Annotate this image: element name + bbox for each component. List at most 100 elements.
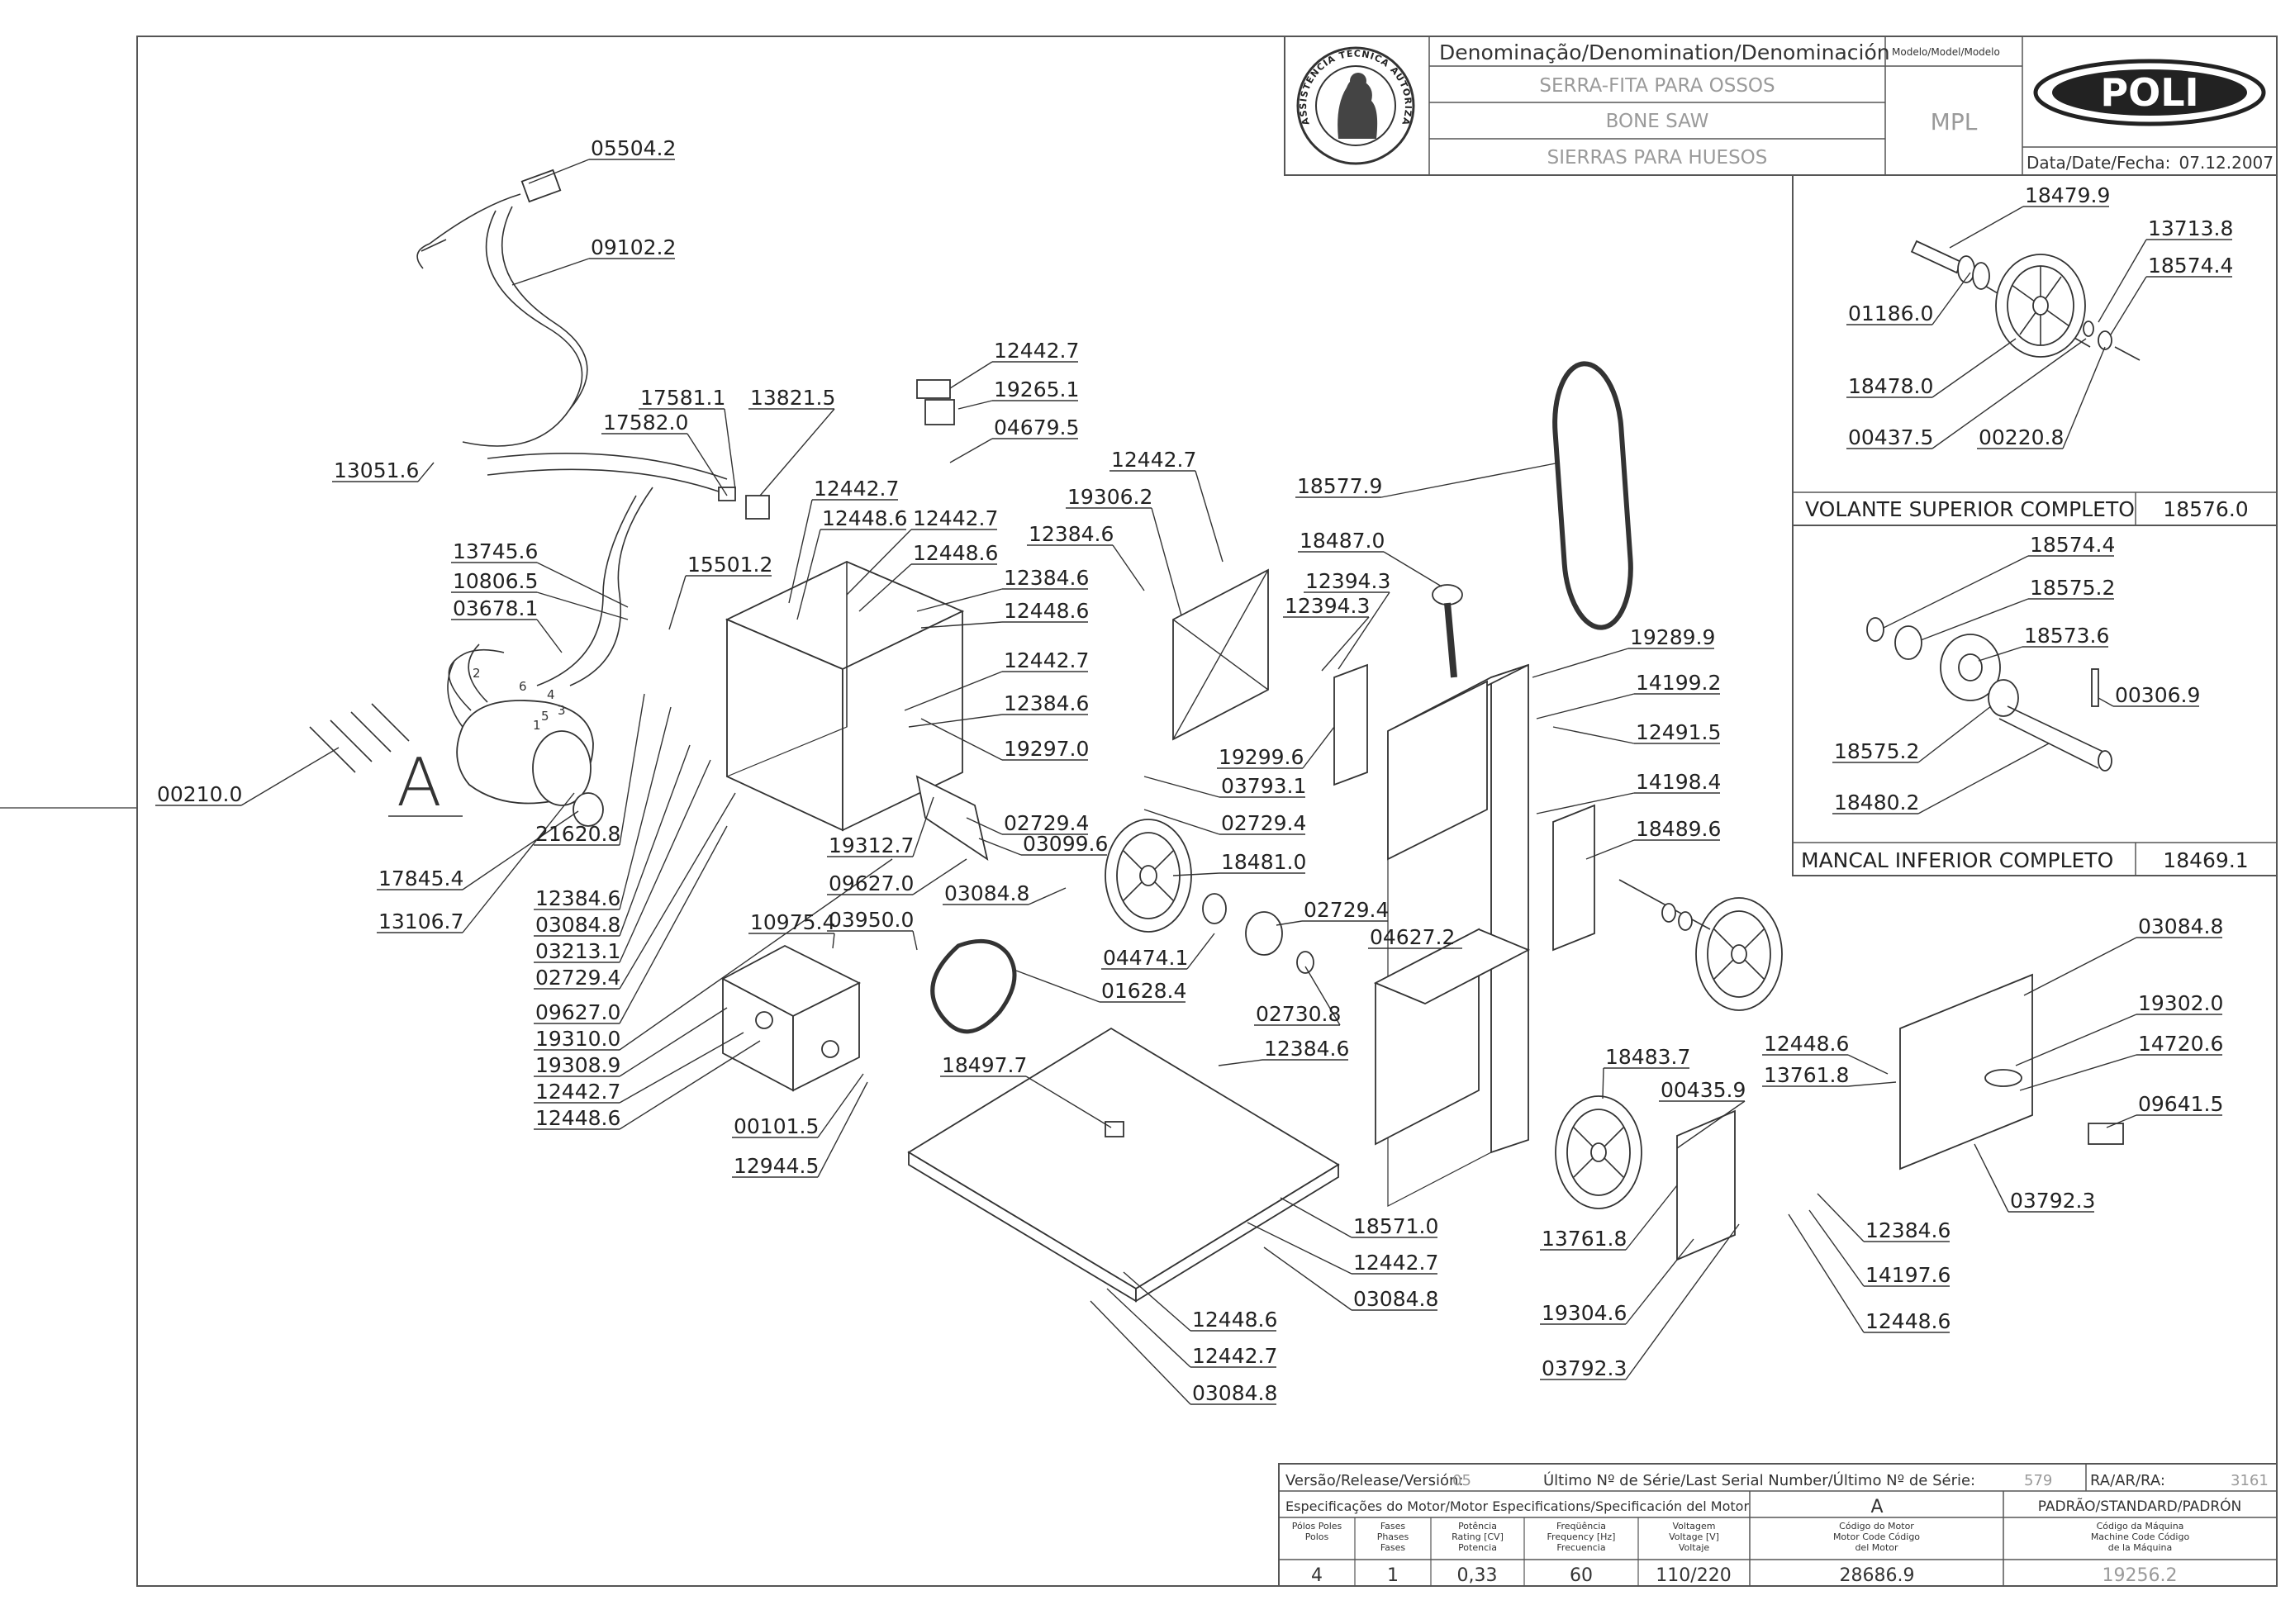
leader-line [668,575,687,630]
leader-line [957,400,993,410]
leader-line [759,408,835,496]
part-label-14199: 14199.2 [1636,671,1721,695]
part-label-00101: 00101.5 [734,1114,819,1138]
part-label-17845: 17845.4 [378,867,463,890]
wire-number-6: 1 [533,718,541,733]
col-voltage-header: Voltagem Voltage [V] Voltaje [1669,1521,1719,1553]
ra-value: 3161 [2231,1472,2269,1489]
part-label-03084-a: 03084.8 [535,913,620,937]
part-label-18575-b: 18575.2 [1834,739,1919,763]
part-label-18481: 18481.0 [1221,850,1306,874]
blade-guide-block [1333,663,1368,786]
part-label-09641: 09641.5 [2138,1092,2223,1116]
leader-line [619,858,893,1051]
leader-line [1932,338,2087,449]
leader-line [1883,555,2029,629]
cabinet-frame [725,561,965,832]
leader-line [912,796,934,857]
part-label-02729-c: 02729.4 [1221,811,1306,835]
upper-wheel [1618,879,1783,1011]
machine-code-value: 19256.2 [2103,1565,2178,1586]
part-label-18489: 18489.6 [1636,817,1721,841]
leader-line [2062,346,2106,449]
name-spanish: SIERRAS PARA HUESOS [1547,147,1768,169]
leader-line [1218,1059,1263,1066]
date-value: 07.12.2007 [2179,153,2274,173]
switch-part [745,495,770,520]
part-label-12384-e: 12384.6 [1264,1037,1349,1061]
leader-line [904,671,1003,711]
part-label-12448-g: 12448.6 [1865,1309,1951,1333]
date-label: Data/Date/Fecha: [2027,153,2170,173]
name-portuguese: SERRA-FITA PARA OSSOS [1539,75,1775,97]
leader-line [916,588,1003,612]
leader-line [846,529,912,596]
motor-support [721,944,862,1092]
name-english: BONE SAW [1606,111,1709,132]
part-label-03792-b: 03792.3 [2010,1189,2095,1213]
leader-line [1817,1193,1865,1242]
leader-line [1585,839,1635,860]
leader-line [619,1032,744,1104]
part-label-12448-a: 12448.6 [535,1106,620,1130]
part-label-12394-b: 12394.3 [1285,594,1370,618]
part-label-18574-a: 18574.4 [2148,254,2233,278]
leader-line [619,759,711,963]
leader-line [619,1040,761,1130]
part-label-18497: 18497.7 [942,1053,1027,1077]
poles-value: 4 [1311,1565,1323,1586]
leader-line [1123,1271,1191,1332]
part-label-12384-d: 12384.6 [1029,522,1114,546]
lower-pulley [1105,819,1314,974]
leader-line [1536,693,1635,719]
leader-line [1625,1185,1678,1251]
leader-line [1917,705,1992,763]
leader-line [1917,743,2050,814]
part-label-12442-f: 12442.7 [1111,448,1196,472]
wire-number-2: 6 [519,679,527,694]
leader-line [619,825,728,1024]
lower-wheel [1555,1095,1642,1209]
leader-line [240,747,340,806]
part-label-19306: 19306.2 [1067,485,1152,509]
leader-line [796,529,821,620]
part-label-12442-e: 12442.7 [1004,648,1089,672]
leader-line [1015,970,1100,1003]
leader-line [817,1081,868,1178]
upper-wheel-inset: VOLANTE SUPERIOR COMPLETO 18576.0 [1792,174,2278,526]
leader-line [1028,887,1067,905]
leader-line [1920,598,2029,641]
leader-line [1974,1143,2009,1213]
work-table [907,1027,1340,1303]
leader-line [1321,616,1370,672]
leader-line [619,706,672,910]
leader-line [462,810,579,890]
drive-belt [930,938,1017,1034]
ra-label: RA/AR/RA: [2090,1472,2165,1489]
part-label-04679: 04679.5 [994,415,1079,439]
motor-spec-label: Especificações do Motor/Motor Especifica… [1285,1498,1749,1514]
col-poles-header: Pólos Poles Polos [1291,1521,1342,1542]
part-label-14720: 14720.6 [2138,1032,2223,1056]
part-label-09627-a: 09627.0 [535,1000,620,1024]
seal-text: ASSISTÊNCIA TÉCNICA AUTORIZADA [0,0,1413,127]
part-label-15501: 15501.2 [687,553,772,577]
part-label-12384-b: 12384.6 [1004,566,1089,590]
leader-line [949,361,993,389]
leader-line [1143,776,1220,798]
leader-line [832,933,835,949]
part-label-02729-b: 02729.4 [1004,811,1089,835]
leader-line [908,714,1003,728]
standard-label: PADRÃO/STANDARD/PADRÓN [2038,1497,2242,1515]
part-label-12448-c: 12448.6 [913,541,998,565]
part-label-18577: 18577.9 [1297,474,1382,498]
part-label-19302: 19302.0 [2138,991,2223,1015]
leader-line [1788,1213,1865,1333]
title-block: ASSISTÊNCIA TÉCNICA AUTORIZADA Denominaç… [0,0,2278,176]
part-label-18573: 18573.6 [2024,624,2109,648]
part-label-19297: 19297.0 [1004,737,1089,761]
leader-line [978,838,1022,856]
part-label-00437: 00437.5 [1848,425,1933,449]
part-label-12384-f: 12384.6 [1865,1218,1951,1242]
